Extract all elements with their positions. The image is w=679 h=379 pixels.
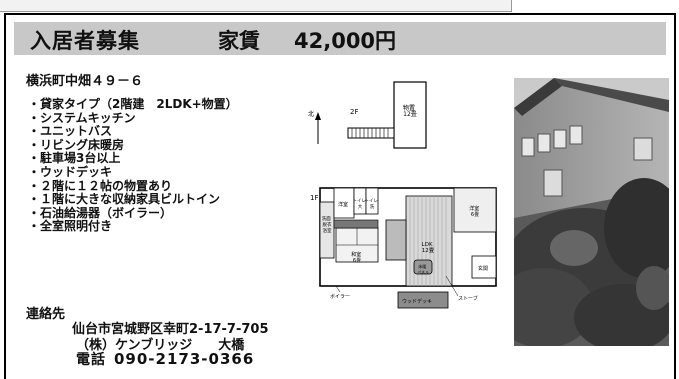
feature-item: 全室照明付き bbox=[28, 220, 238, 234]
phone-number: 090-2173-0366 bbox=[114, 350, 255, 368]
built-in-storage bbox=[333, 219, 379, 229]
property-address: 横浜町中畑４９－６ bbox=[26, 74, 144, 89]
western-room-2-label: 洋室 6畳 bbox=[469, 205, 481, 218]
north-arrow: 北 bbox=[308, 110, 321, 144]
floor-heating-panel bbox=[413, 259, 433, 275]
label-line: 脱衣 bbox=[323, 221, 332, 228]
feature-item: ２階に１２帖の物置あり bbox=[28, 179, 238, 194]
feature-list: 貸家タイプ（2階建 2LDK+物置） システムキッチン ユニットバス リビング床… bbox=[28, 97, 238, 234]
top-tab-strip bbox=[0, 0, 512, 12]
bath-area bbox=[319, 201, 335, 259]
label-2f: 2F bbox=[350, 108, 358, 116]
bath-label: 洗面 脱衣浴室 bbox=[322, 215, 332, 234]
label-line: 大 bbox=[358, 203, 363, 210]
title-bar: 入居者募集 家賃 42,000円 bbox=[14, 22, 666, 55]
label-line: 12畳 bbox=[422, 247, 435, 254]
second-floor-storage bbox=[393, 81, 427, 149]
kitchen-counter bbox=[385, 219, 407, 261]
heating-label: 床暖 パネル bbox=[417, 263, 429, 275]
western-room-2 bbox=[453, 187, 497, 233]
feature-item: 駐車場3台以上 bbox=[28, 152, 238, 166]
north-label: 北 bbox=[308, 110, 314, 118]
feature-item: ユニットバス bbox=[28, 125, 238, 139]
toilet-2-label: トイレ 洗 bbox=[365, 199, 380, 210]
title-heading: 入居者募集 bbox=[30, 29, 140, 53]
label-line: 6畳 bbox=[471, 212, 479, 218]
contact-company: （株）ケンブリッジ 大橋 bbox=[76, 338, 245, 353]
storage-2f-label: 物置 12畳 bbox=[403, 104, 417, 118]
japanese-room-label: 和室 6畳 bbox=[351, 251, 363, 264]
ldk-label: LDK 12畳 bbox=[422, 242, 435, 254]
wood-deck bbox=[397, 291, 449, 309]
toilet-1-label: トイレ 大 bbox=[353, 199, 368, 210]
western-room-1-label: 洋室 bbox=[338, 201, 348, 208]
label-line: 12畳 bbox=[403, 111, 417, 118]
rent-label: 家賃 bbox=[218, 29, 260, 53]
stove-label: ストーブ bbox=[458, 295, 478, 302]
contact-label: 連絡先 bbox=[26, 307, 66, 322]
entrance-label: 玄関 bbox=[478, 265, 488, 272]
floor-plan: 北 2F 物置 12畳 1F 洗面 脱衣浴室 洋室 トイレ 大 トイレ 洗 和室… bbox=[308, 81, 497, 309]
entrance bbox=[471, 255, 497, 279]
feature-item: 石油給湯器（ボイラー） bbox=[28, 206, 238, 221]
feature-item: システムキッチン bbox=[28, 111, 238, 126]
contact-phone: 電話 090-2173-0366 bbox=[76, 349, 254, 369]
feature-item: リビング床暖房 bbox=[28, 138, 238, 153]
label-line: 洗 bbox=[370, 203, 375, 210]
house-photo bbox=[514, 78, 669, 346]
toilet-2 bbox=[365, 187, 379, 215]
label-line: 6畳 bbox=[353, 258, 361, 264]
feature-item: 貸家タイプ（2階建 2LDK+物置） bbox=[28, 97, 238, 112]
contact-address: 仙台市宮城野区幸町2-17-7-705 bbox=[72, 322, 269, 337]
label-1f: 1F bbox=[310, 194, 318, 202]
feature-item: ウッドデッキ bbox=[28, 165, 238, 180]
phone-label: 電話 bbox=[76, 352, 106, 368]
rent-value: 42,000円 bbox=[294, 29, 397, 53]
feature-item: １階に大きな収納家具ビルトイン bbox=[28, 193, 238, 207]
label-line: パネル bbox=[417, 269, 429, 275]
staircase-2f bbox=[347, 127, 395, 139]
deck-label: ウッドデッキ bbox=[402, 298, 432, 305]
boiler-label: ボイラー bbox=[330, 293, 350, 300]
label-line: 浴室 bbox=[323, 227, 332, 234]
